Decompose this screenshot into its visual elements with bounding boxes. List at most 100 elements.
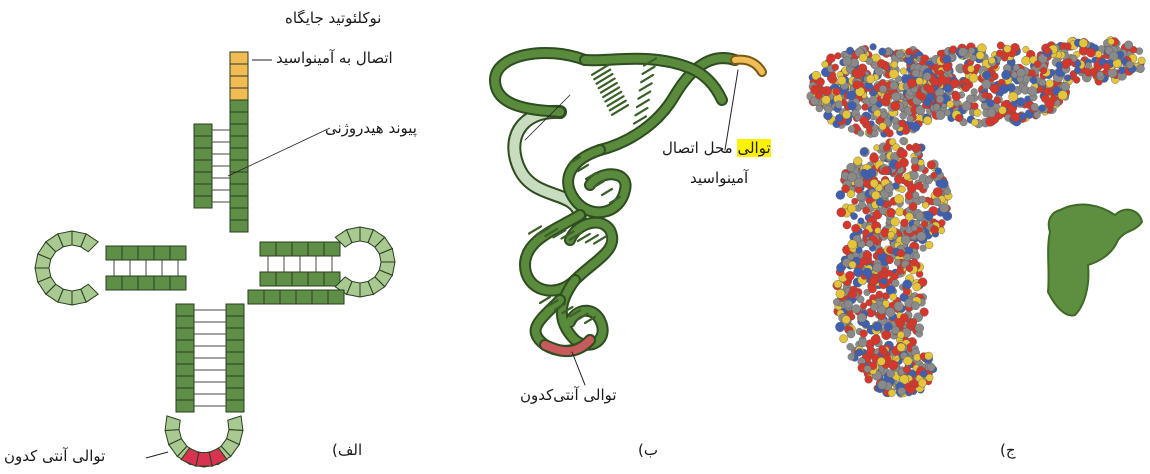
atom	[894, 194, 903, 203]
atom	[900, 137, 907, 144]
nucleotide	[230, 88, 248, 100]
atom	[853, 267, 862, 276]
atom	[1008, 84, 1016, 92]
anticodon-label-b: توالی آنتی‌کدون	[520, 385, 617, 406]
atom	[875, 227, 881, 233]
base-pair	[638, 92, 650, 99]
atom	[862, 104, 869, 111]
atom	[915, 182, 923, 190]
atom	[969, 73, 978, 82]
base-pair	[602, 189, 612, 195]
atom	[882, 167, 890, 175]
atom	[1061, 82, 1070, 91]
nucleotide	[292, 272, 308, 286]
atom	[879, 48, 887, 56]
atom	[903, 357, 912, 366]
atom	[907, 184, 916, 193]
atom	[923, 116, 932, 125]
atom	[830, 72, 836, 78]
atom	[919, 196, 926, 203]
site-label-rest: محل اتصال	[662, 139, 733, 157]
nucleotide	[230, 220, 248, 232]
atom	[883, 144, 890, 151]
nucleotide	[230, 124, 248, 136]
attach-label-line2: اتصال به آمینواسید	[276, 48, 393, 69]
atom	[869, 96, 878, 105]
site-label-highlight: توالی	[737, 139, 770, 157]
atom	[846, 47, 853, 54]
atom	[924, 211, 933, 220]
base-pair	[643, 67, 655, 74]
atom	[822, 95, 831, 104]
atom	[894, 302, 904, 312]
nucleotide	[230, 184, 248, 196]
nucleotide	[230, 160, 248, 172]
atom	[849, 261, 856, 268]
atom	[869, 277, 877, 285]
nucleotide	[226, 328, 244, 340]
anticodon-ribbon	[545, 340, 590, 351]
nucleotide	[122, 246, 138, 260]
atom	[1064, 43, 1071, 50]
nucleotide	[230, 208, 248, 220]
nucleotide	[230, 112, 248, 124]
atom	[848, 126, 855, 133]
nucleotide	[106, 246, 122, 260]
atom	[943, 55, 951, 63]
atom	[895, 162, 902, 169]
atom	[968, 48, 975, 55]
atom	[847, 343, 854, 350]
surface-blob	[1048, 205, 1142, 316]
atom	[1090, 68, 1097, 75]
atom	[896, 267, 903, 274]
atom	[904, 173, 911, 180]
nucleotide	[226, 364, 244, 376]
nucleotide	[226, 400, 244, 412]
atom	[853, 70, 862, 79]
atom	[1034, 61, 1041, 68]
atom	[905, 57, 913, 65]
atom	[884, 323, 892, 331]
atom	[1138, 57, 1145, 64]
atom	[870, 154, 879, 163]
atom	[834, 280, 842, 288]
nucleotide	[276, 242, 292, 256]
atom	[1034, 111, 1041, 118]
atom	[863, 268, 872, 277]
atom	[853, 81, 861, 89]
nucleotide	[230, 100, 248, 112]
nucleotide	[226, 304, 244, 316]
atom	[842, 185, 850, 193]
atom	[1009, 92, 1018, 101]
nucleotide	[276, 272, 292, 286]
atom	[925, 177, 932, 184]
atom	[906, 48, 913, 55]
atom	[1002, 70, 1011, 79]
nucleotide	[230, 52, 248, 64]
atom	[907, 79, 916, 88]
nucleotide	[292, 242, 308, 256]
atom	[1097, 71, 1104, 78]
atom	[926, 85, 934, 93]
atom	[871, 303, 879, 311]
nucleotide	[228, 416, 243, 431]
atom	[854, 178, 863, 187]
atom	[900, 219, 908, 227]
space-filling-model	[807, 37, 1146, 398]
nucleotide	[280, 290, 296, 304]
atom	[907, 115, 914, 122]
atom	[938, 227, 945, 234]
atom	[933, 198, 941, 206]
atom	[947, 101, 954, 108]
nucleotide	[230, 64, 248, 76]
atom	[901, 235, 911, 245]
nucleotide	[248, 290, 264, 304]
atom	[862, 229, 869, 236]
atom	[982, 92, 989, 99]
atom	[976, 51, 984, 59]
hbond-label: پیوند هیدروژنی	[325, 118, 417, 139]
atom	[854, 157, 863, 166]
atom	[955, 114, 962, 121]
atom	[909, 318, 917, 326]
atom	[883, 64, 890, 71]
